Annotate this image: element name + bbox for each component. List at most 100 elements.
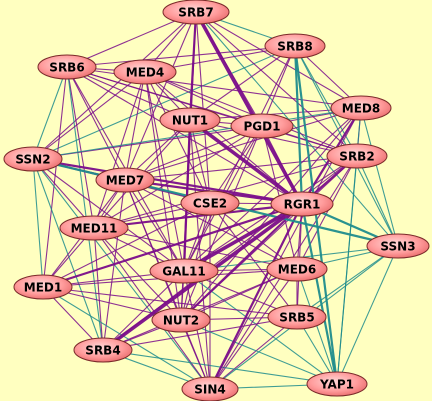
node-ellipse bbox=[113, 59, 177, 85]
edge-med11-sin4 bbox=[93, 227, 211, 390]
edge-rgr1-srb7 bbox=[194, 10, 304, 206]
edge-ssn2-sin4 bbox=[32, 158, 211, 390]
edge-srb2-ssn3 bbox=[356, 155, 399, 247]
edge-ssn2-gal11 bbox=[32, 158, 185, 272]
edge-rgr1-srb8 bbox=[293, 44, 304, 206]
node-ellipse bbox=[326, 143, 388, 169]
edge-med1-sin4 bbox=[42, 286, 211, 390]
node-srb7[interactable]: SRB7 bbox=[162, 0, 230, 25]
node-med1[interactable]: MED1 bbox=[13, 274, 73, 300]
node-ellipse bbox=[306, 371, 368, 397]
node-ellipse bbox=[159, 107, 221, 133]
node-nut1[interactable]: NUT1 bbox=[159, 107, 221, 133]
node-pgd1[interactable]: PGD1 bbox=[230, 113, 294, 139]
node-nut2[interactable]: NUT2 bbox=[151, 307, 211, 333]
node-ellipse bbox=[266, 256, 328, 282]
node-ellipse bbox=[264, 33, 326, 59]
node-med4[interactable]: MED4 bbox=[113, 59, 177, 85]
node-ellipse bbox=[149, 258, 219, 284]
node-ellipse bbox=[13, 274, 73, 300]
node-ellipse bbox=[59, 215, 129, 241]
edge-pgd1-nut2 bbox=[180, 125, 263, 321]
edge-rgr1-sin4 bbox=[208, 202, 304, 391]
edge-med11-srb4 bbox=[93, 227, 104, 351]
edge-srb5-sin4 bbox=[209, 316, 298, 390]
edge-sin4-med7 bbox=[124, 179, 211, 390]
node-med6[interactable]: MED6 bbox=[266, 256, 328, 282]
edge-pgd1-med11 bbox=[93, 125, 263, 229]
edge-srb8-srb2 bbox=[294, 45, 358, 157]
node-ellipse bbox=[330, 95, 392, 121]
edge-med7-gal11 bbox=[124, 179, 185, 272]
edge-med4-med7 bbox=[124, 71, 146, 181]
node-ellipse bbox=[181, 376, 239, 401]
edge-med4-cse2 bbox=[144, 71, 211, 204]
edge-ssn2-med8 bbox=[32, 107, 362, 160]
edge-med6-srb4 bbox=[102, 268, 298, 351]
edge-pgd1-med7 bbox=[124, 125, 263, 181]
edge-nut1-srb7 bbox=[188, 10, 198, 122]
node-ellipse bbox=[180, 190, 240, 216]
edge-srb7-ssn3 bbox=[195, 11, 399, 247]
node-sin4[interactable]: SIN4 bbox=[181, 376, 239, 401]
edge-med4-med11 bbox=[93, 71, 146, 229]
node-rgr1[interactable]: RGR1 bbox=[270, 191, 334, 217]
edge-med4-ssn2 bbox=[32, 71, 146, 160]
edge-srb8-srb6 bbox=[66, 45, 296, 68]
node-ellipse bbox=[37, 54, 97, 80]
edge-srb6-pgd1 bbox=[66, 66, 263, 127]
node-ellipse bbox=[95, 167, 155, 193]
edge-srb5-ssn3 bbox=[296, 245, 399, 318]
edge-rgr1-ssn2 bbox=[31, 157, 304, 206]
edge-rgr1-med1 bbox=[41, 202, 304, 289]
edge-sin4-nut1 bbox=[189, 119, 211, 390]
edge-med6-sin4 bbox=[209, 268, 298, 390]
edge-nut1-srb2 bbox=[189, 119, 358, 157]
edge-med8-gal11 bbox=[183, 107, 362, 272]
node-med8[interactable]: MED8 bbox=[330, 95, 392, 121]
edge-ssn3-yap1 bbox=[336, 245, 399, 385]
edge-srb7-med8 bbox=[195, 11, 362, 109]
edge-med6-yap1 bbox=[296, 268, 338, 385]
node-ellipse bbox=[230, 113, 294, 139]
node-ellipse bbox=[270, 191, 334, 217]
node-med7[interactable]: MED7 bbox=[95, 167, 155, 193]
node-ssn3[interactable]: SSN3 bbox=[366, 233, 430, 259]
node-ssn2[interactable]: SSN2 bbox=[3, 146, 63, 172]
edge-srb6-med1 bbox=[42, 66, 68, 288]
edge-gal11-yap1 bbox=[183, 270, 338, 385]
edge-rgr1-yap1 bbox=[300, 202, 339, 386]
node-srb5[interactable]: SRB5 bbox=[267, 304, 327, 330]
node-srb6[interactable]: SRB6 bbox=[37, 54, 97, 80]
node-gal11[interactable]: GAL11 bbox=[149, 258, 219, 284]
edge-med4-gal11 bbox=[144, 71, 185, 272]
edge-srb5-srb4 bbox=[102, 316, 298, 351]
edge-rgr1-med11 bbox=[92, 202, 304, 230]
edge-srb7-cse2 bbox=[195, 11, 211, 204]
node-ellipse bbox=[151, 307, 211, 333]
node-med11[interactable]: MED11 bbox=[59, 215, 129, 241]
edge-med8-med7 bbox=[124, 107, 362, 181]
node-ellipse bbox=[366, 233, 430, 259]
edge-rgr1-gal11 bbox=[182, 202, 304, 273]
edge-med8-ssn3 bbox=[360, 107, 399, 247]
edge-srb2-med7 bbox=[124, 155, 358, 181]
edge-ssn2-med1 bbox=[32, 158, 44, 288]
node-srb8[interactable]: SRB8 bbox=[264, 33, 326, 59]
edge-srb8-nut1 bbox=[189, 45, 296, 121]
edge-rgr1-nut1 bbox=[188, 118, 304, 206]
node-srb2[interactable]: SRB2 bbox=[326, 143, 388, 169]
node-ellipse bbox=[162, 0, 230, 25]
edge-srb2-med6 bbox=[296, 155, 358, 270]
node-ellipse bbox=[267, 304, 327, 330]
node-srb4[interactable]: SRB4 bbox=[73, 337, 133, 363]
node-ellipse bbox=[3, 146, 63, 172]
node-cse2[interactable]: CSE2 bbox=[180, 190, 240, 216]
edge-srb6-ssn2 bbox=[32, 66, 68, 160]
edge-med7-med6 bbox=[124, 179, 298, 270]
node-yap1[interactable]: YAP1 bbox=[306, 371, 368, 397]
edge-srb6-srb4 bbox=[66, 66, 104, 351]
edge-rgr1-nut2 bbox=[179, 202, 304, 322]
node-ellipse bbox=[73, 337, 133, 363]
